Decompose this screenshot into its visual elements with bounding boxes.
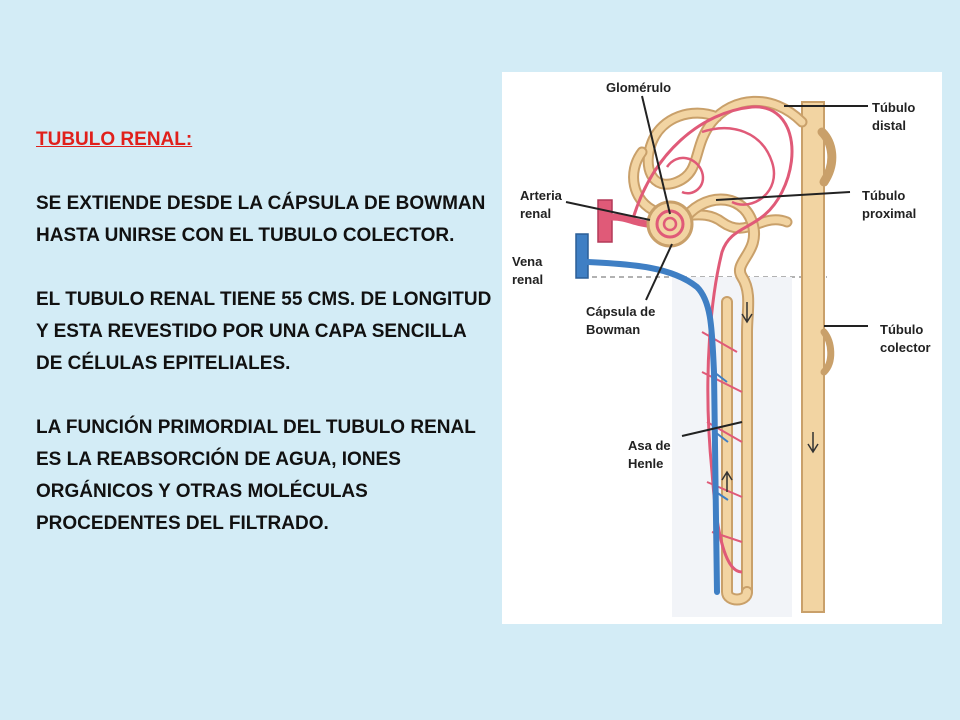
leader-asa [681,421,743,437]
flow-arrow-proximal [741,302,753,324]
glomerulus-inner [662,216,678,232]
collecting-duct [801,101,825,613]
label-asa-1: Asa de [628,438,671,453]
label-arteria-2: renal [520,206,551,221]
flow-arrow-collector [807,432,819,454]
label-colector-2: colector [880,340,931,355]
leader-capsula [645,243,673,301]
distal-tubule [644,97,806,188]
label-glomerulo: Glomérulo [606,80,671,95]
nephron-diagram: Glomérulo Túbulo distal Arteria renal Tú… [502,72,942,624]
henle-loop [723,298,751,604]
flow-arrow-ascending [721,470,733,492]
label-proximal-2: proximal [862,206,916,221]
vasa-recta-links [701,331,743,543]
paragraph-extent: SE EXTIENDE DESDE LA CÁPSULA DE BOWMAN H… [36,193,486,246]
label-proximal-1: Túbulo [862,188,905,203]
label-distal-1: Túbulo [872,100,915,115]
leader-glomerulo [641,95,671,215]
capillary-net-1 [701,127,776,206]
leader-arteria [565,201,651,221]
leader-proximal [715,191,851,201]
renal-artery-stub [597,199,613,243]
afferent-arteriole [608,213,651,228]
peritubular-capillary [630,105,794,574]
collecting-duct-branch [817,127,837,187]
paragraph-function: LA FUNCIÓN PRIMORDIAL DEL TUBULO RENAL E… [36,417,476,534]
label-asa-2: Henle [628,456,663,471]
page-title: TUBULO RENAL: [36,129,193,150]
label-colector-1: Túbulo [880,322,923,337]
bowman-capsule [646,200,694,248]
label-distal-2: distal [872,118,906,133]
nephron-illustration: Glomérulo Túbulo distal Arteria renal Tú… [512,80,931,617]
label-capsula-1: Cápsula de [586,304,655,319]
label-vena-1: Vena [512,254,543,269]
label-arteria-1: Arteria [520,188,563,203]
venous-return [585,259,720,595]
vein-branches [713,371,729,501]
paragraph-length: EL TUBULO RENAL TIENE 55 CMS. DE LONGITU… [36,289,492,374]
renal-vein-stub [575,233,589,279]
collecting-duct-branch-2 [820,328,835,376]
label-capsula-2: Bowman [586,322,640,337]
label-vena-2: renal [512,272,543,287]
text-panel: TUBULO RENAL: SE EXTIENDE DESDE LA CÁPSU… [36,124,496,572]
capillary-net-2 [665,156,705,195]
